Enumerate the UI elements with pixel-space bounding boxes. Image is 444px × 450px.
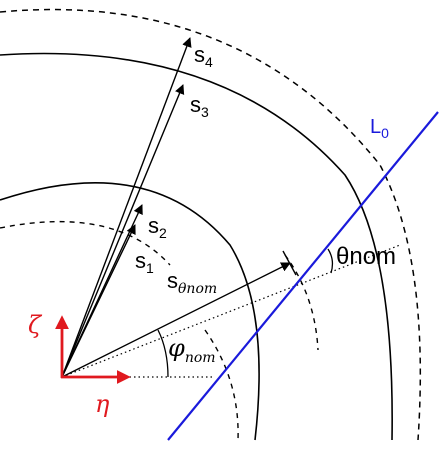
theta-angle-arc [327, 248, 334, 274]
label-s2: s2 [148, 213, 167, 241]
label-s4: s4 [194, 42, 213, 70]
label-s3: s3 [190, 92, 209, 120]
inner-dashed-arc [0, 220, 171, 266]
vector-tip-tick [282, 250, 297, 276]
label-phi-nom: φnom [168, 334, 216, 366]
label-theta-nom: θnom [336, 243, 396, 270]
label-eta: η [95, 390, 110, 418]
vector-s3 [61, 84, 185, 378]
vector-s4 [61, 37, 192, 378]
angle-reference-dotted [61, 244, 401, 378]
vector-s-theta-nom [61, 262, 291, 378]
outer-solid-arc [0, 52, 393, 441]
outer-dashed-arc [0, 8, 422, 441]
label-s-theta-nom: sθnom [167, 268, 217, 297]
phi-angle-arc [157, 329, 169, 378]
mid-dashed-arc [284, 254, 319, 351]
vector-s1 [61, 224, 136, 378]
inner-solid-arc [0, 181, 260, 441]
lower-dashed-arc [204, 329, 239, 441]
label-zeta: ζ [28, 311, 43, 339]
line-L0 [167, 111, 439, 441]
label-L0: L0 [370, 116, 389, 141]
label-s1: s1 [135, 248, 154, 276]
